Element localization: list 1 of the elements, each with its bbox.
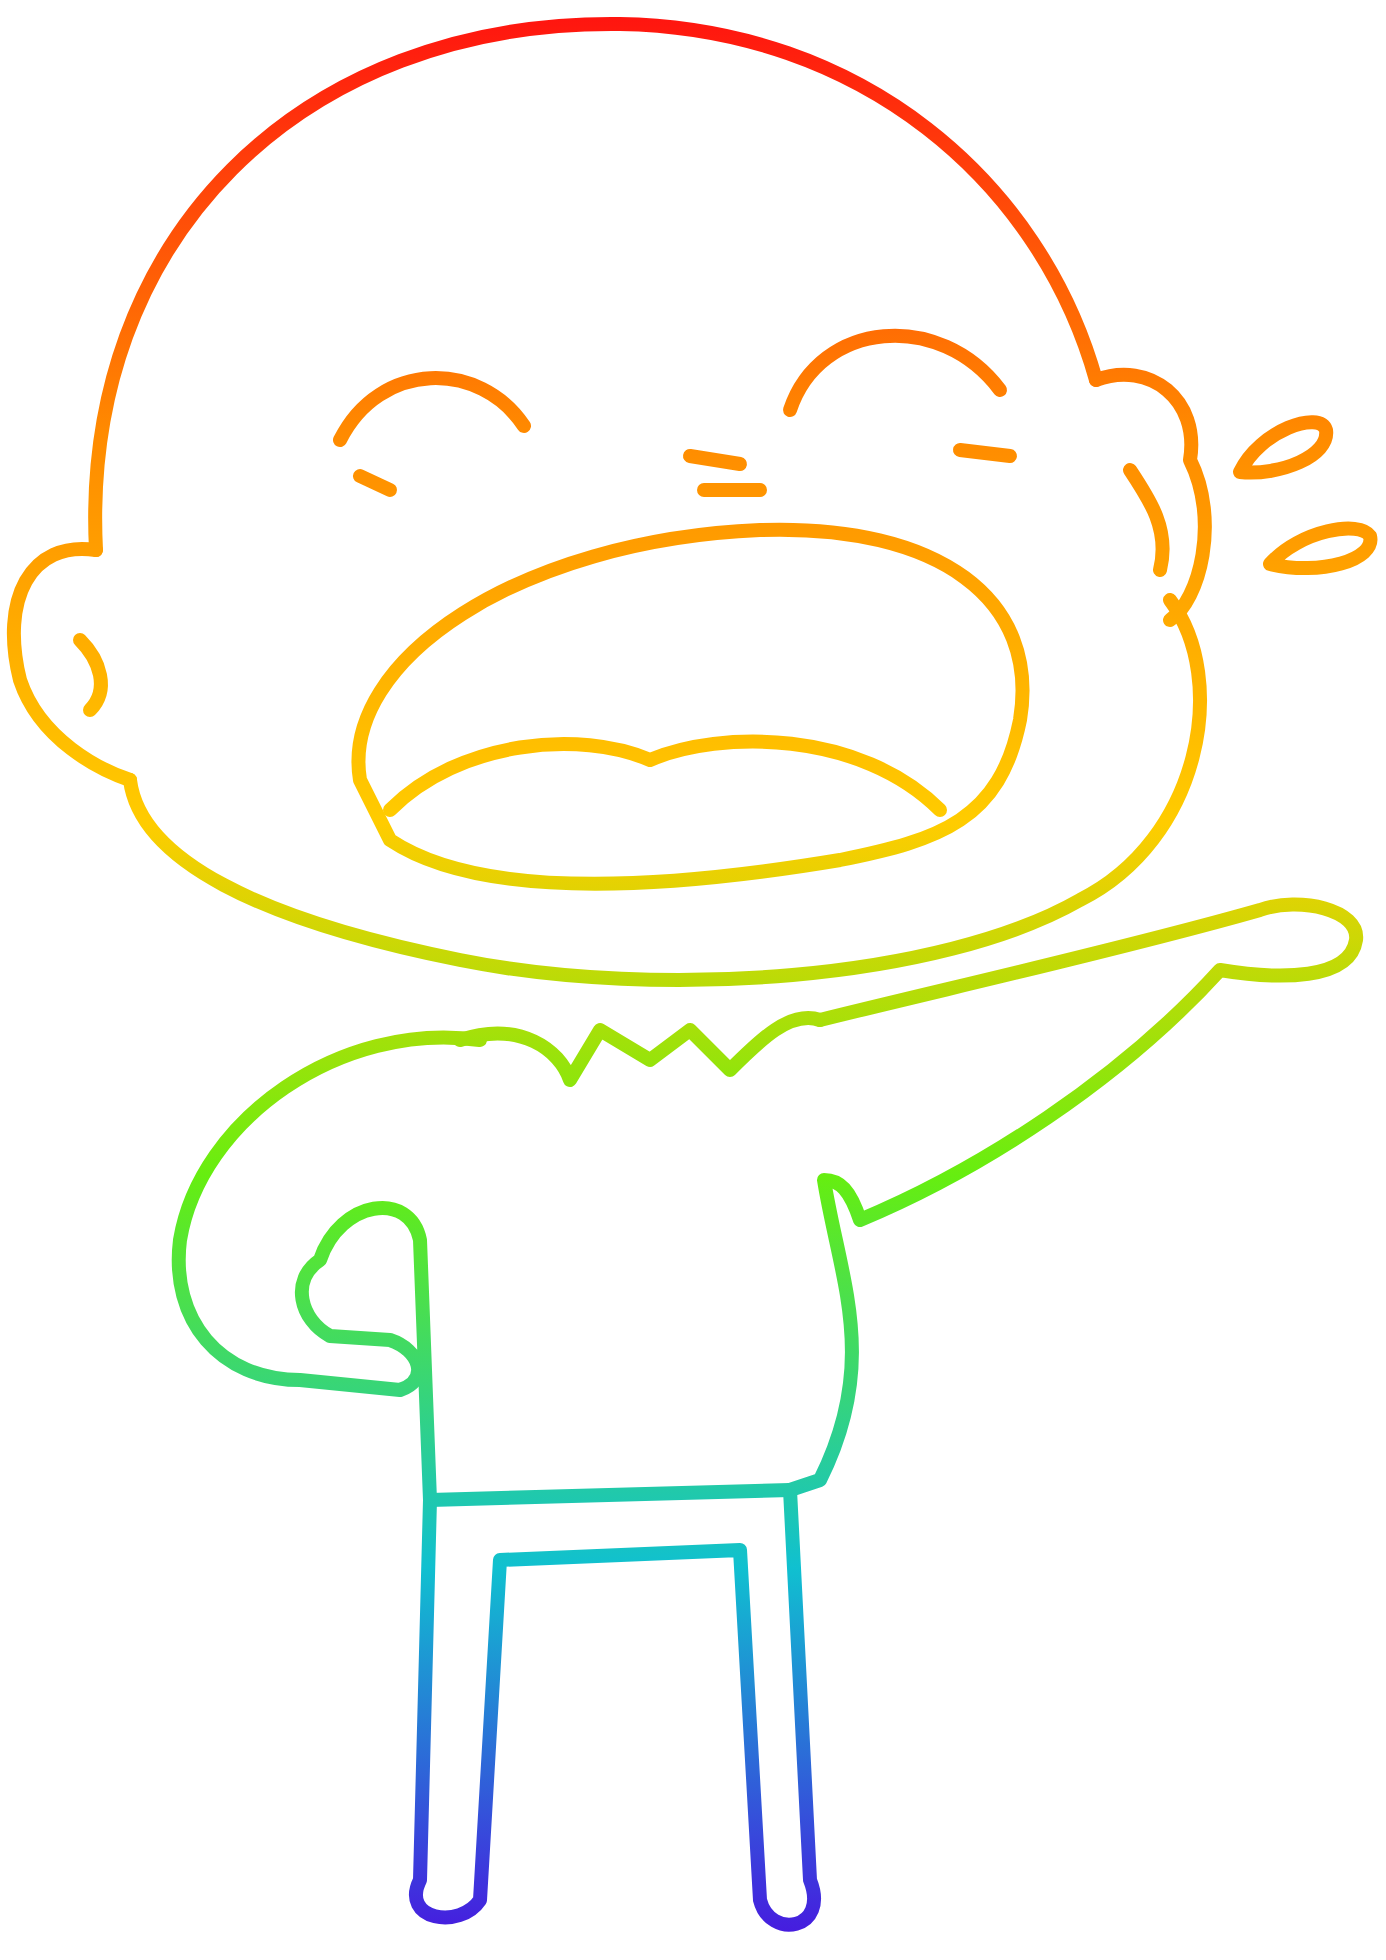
shouting-man-drawing xyxy=(7,17,1378,1932)
